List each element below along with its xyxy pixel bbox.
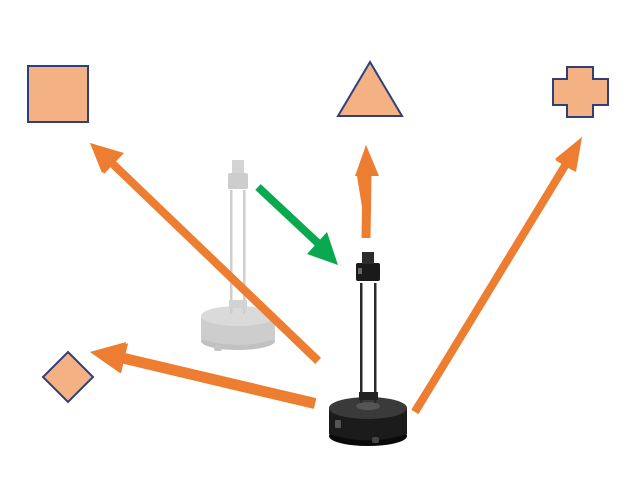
orange-arrow-shafts	[90, 137, 582, 415]
ghost-robot-head	[228, 173, 248, 189]
ghost-robot-mast-mount	[229, 300, 247, 308]
active-robot-head	[356, 263, 380, 281]
ghost-robot-base-body	[201, 311, 275, 345]
green-arrow	[255, 184, 338, 265]
active-robot-mast-mount	[359, 392, 378, 400]
diamond-target	[41, 350, 95, 404]
ghost-robot	[201, 160, 275, 351]
arrow-shaft-diamond	[119, 354, 316, 408]
ghost-robot-sensor	[232, 160, 244, 173]
arrowhead-triangle	[355, 145, 379, 176]
triangle-target	[336, 60, 404, 117]
green-arrow-shaft	[255, 184, 323, 248]
arrowhead-square	[90, 143, 124, 174]
active-robot-pole-left	[360, 283, 363, 403]
active-robot-pole-right	[374, 283, 377, 403]
cross-target	[552, 66, 609, 118]
target-shapes	[27, 60, 609, 404]
arrow-shaft-square	[109, 160, 321, 364]
ghost-robot-base-bottom	[201, 332, 275, 350]
ghost-robot-pole-left	[230, 190, 233, 314]
ghost-robot-wheel	[214, 345, 222, 351]
active-robot-wheel-left	[335, 420, 341, 428]
square-target	[27, 65, 89, 123]
active-robot-head-detail	[358, 268, 362, 274]
active-robot	[329, 252, 407, 446]
active-robot-wheel-front	[372, 437, 379, 443]
arrow-shaft-cross	[411, 161, 570, 415]
ghost-robot-base-top	[201, 306, 275, 326]
arrowhead-cross	[555, 137, 582, 172]
active-robot-base-plate	[356, 402, 380, 410]
arrowhead-diamond	[90, 342, 126, 373]
ghost-robot-pole-right	[243, 190, 246, 314]
active-robot-sensor	[362, 252, 374, 264]
green-arrowhead	[307, 232, 338, 265]
arrow-shaft-triangle	[361, 174, 372, 239]
